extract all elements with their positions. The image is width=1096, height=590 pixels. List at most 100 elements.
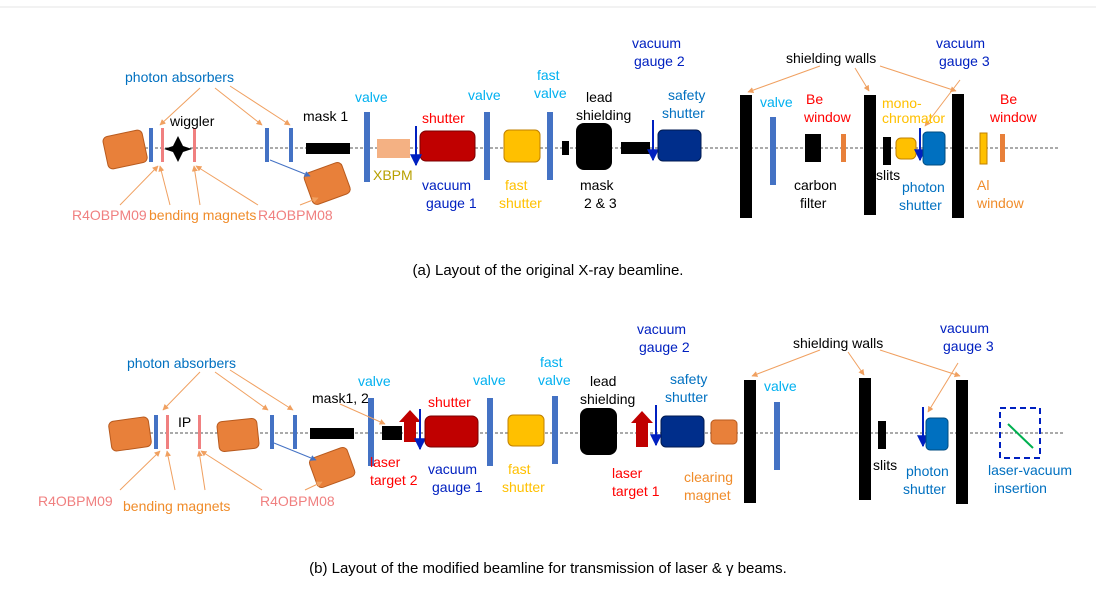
laser-target-1-arrow-icon — [631, 411, 653, 447]
label-valve: valve — [760, 94, 793, 110]
label-lead-shielding: shielding — [576, 107, 631, 123]
fast-shutter — [507, 414, 545, 447]
arrow — [229, 369, 294, 411]
label-mask-2-3: 2 & 3 — [584, 195, 617, 211]
label-be-window: window — [989, 109, 1038, 125]
label-photon-absorbers: photon absorbers — [125, 69, 234, 85]
slits — [878, 421, 886, 449]
label-al-window: window — [976, 195, 1025, 211]
safety-shutter — [660, 415, 705, 448]
label-laser-target-2: laser — [370, 454, 401, 470]
bending-magnet — [102, 129, 148, 170]
label-r4obpm09: R4OBPM09 — [38, 493, 113, 509]
valve — [368, 398, 374, 466]
label-photon-absorbers: photon absorbers — [127, 355, 236, 371]
wiggler-icon — [164, 136, 192, 162]
photon-absorber — [293, 415, 297, 449]
arrow — [159, 87, 201, 126]
label-vacuum-gauge-3: vacuum — [940, 320, 989, 336]
label-valve: valve — [764, 378, 797, 394]
bending-magnet — [303, 162, 351, 205]
label-lead-shielding: shielding — [580, 391, 635, 407]
arrow — [924, 79, 961, 127]
arrow — [195, 165, 259, 206]
arrow — [927, 362, 959, 413]
fast-valve — [552, 396, 558, 464]
caption-a: (a) Layout of the original X-ray beamlin… — [413, 262, 684, 279]
label-vacuum-gauge-2: vacuum — [637, 321, 686, 337]
arrow — [158, 165, 171, 206]
label-slits: slits — [876, 167, 900, 183]
label-photon-shutter: photon — [906, 463, 949, 479]
label-mask-2-3: mask — [580, 177, 614, 193]
arrow — [214, 87, 263, 126]
arrow — [339, 403, 386, 425]
photon-absorber — [149, 128, 153, 162]
arrow — [162, 371, 201, 411]
panel-b: photon absorbers IP mask1, 2 valve shutt… — [38, 320, 1072, 577]
label-vacuum-gauge-1: vacuum — [422, 177, 471, 193]
label-valve: valve — [358, 373, 391, 389]
arrow — [847, 351, 865, 376]
arrow — [200, 450, 263, 491]
label-vacuum-gauge-3: gauge 3 — [943, 338, 994, 354]
bending-magnet — [216, 417, 260, 453]
label-vacuum-gauge-1: gauge 1 — [432, 479, 483, 495]
arrow — [854, 67, 870, 92]
label-r4obpm08: R4OBPM08 — [258, 207, 333, 223]
photon-absorber — [270, 415, 274, 449]
label-ip: IP — [178, 414, 191, 430]
label-be-window: Be — [806, 91, 823, 107]
label-shutter: shutter — [428, 394, 471, 410]
arrow — [229, 85, 291, 126]
label-vacuum-gauge-3: vacuum — [936, 35, 985, 51]
label-photon-shutter: shutter — [903, 481, 946, 497]
label-slits: slits — [873, 457, 897, 473]
label-mask-1: mask 1 — [303, 108, 348, 124]
label-valve: valve — [473, 372, 506, 388]
label-laser-vacuum-insertion: insertion — [994, 480, 1047, 496]
laser-target-2-arrow-icon — [399, 410, 421, 442]
arrow — [747, 65, 821, 93]
label-laser-target-1: laser — [612, 465, 643, 481]
arrow — [196, 450, 206, 491]
mask-1-2 — [310, 428, 354, 439]
arrow — [165, 450, 176, 491]
label-vacuum-gauge-1: gauge 1 — [426, 195, 477, 211]
label-safety-shutter: safety — [670, 371, 707, 387]
label-safety-shutter: shutter — [662, 105, 705, 121]
xbpm — [377, 139, 410, 158]
photon-absorber — [265, 128, 269, 162]
photon-absorber — [289, 128, 293, 162]
shielding-wall — [956, 380, 968, 504]
al-window — [979, 132, 988, 165]
fast-valve — [547, 112, 553, 180]
caption-b: (b) Layout of the modified beamline for … — [309, 560, 787, 577]
mask-2 — [562, 141, 569, 155]
label-safety-shutter: safety — [668, 87, 705, 103]
photon-absorber — [154, 415, 158, 449]
shielding-wall — [952, 94, 964, 218]
arrow — [273, 442, 317, 461]
arrow — [119, 165, 159, 206]
label-be-window: Be — [1000, 91, 1017, 107]
arrow — [214, 371, 269, 411]
label-fast-valve: valve — [534, 85, 567, 101]
shielding-wall — [864, 95, 876, 215]
label-al-window: Al — [977, 177, 989, 193]
valve — [774, 402, 780, 470]
label-fast-shutter: fast — [508, 461, 531, 477]
arrow — [119, 450, 161, 491]
label-carbon-filter: filter — [800, 195, 827, 211]
laser-mirror — [1007, 423, 1034, 449]
photon-shutter — [925, 417, 949, 451]
label-shielding-walls: shielding walls — [793, 335, 883, 351]
fast-shutter — [503, 129, 541, 163]
be-window — [1000, 134, 1005, 162]
label-lead-shielding: lead — [586, 89, 612, 105]
carbon-filter — [805, 134, 821, 162]
label-fast-valve: valve — [538, 372, 571, 388]
shutter — [424, 415, 479, 448]
arrow — [879, 65, 957, 93]
